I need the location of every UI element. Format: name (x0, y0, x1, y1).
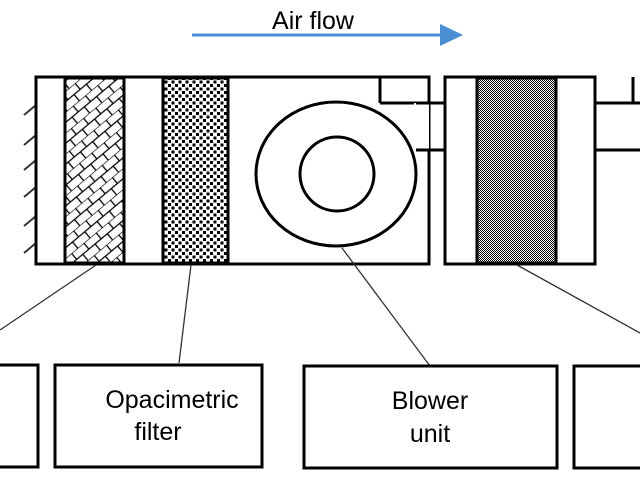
label-box-left-partial (0, 363, 40, 469)
pre-filter (63, 76, 126, 265)
duct-connection (378, 77, 445, 152)
main-housing (34, 75, 431, 266)
label-box-blower-unit: Blower unit (302, 364, 559, 470)
blower-hub (298, 135, 376, 213)
opacimetric-filter (161, 76, 230, 265)
airflow-label: Air flow (272, 7, 355, 35)
blower-label-line1: Blower (392, 387, 468, 415)
label-box-right-partial (572, 364, 640, 470)
arrow-right-icon (440, 24, 463, 46)
fine-filter (475, 76, 558, 265)
opacimetric-label-line1: Opacimetric (105, 386, 238, 414)
airflow-indicator: Air flow (192, 7, 463, 46)
blower-label-line2: unit (410, 420, 450, 448)
opacimetric-label-line2: filter (134, 418, 181, 446)
label-box-opacimetric-filter: Opacimetric filter (53, 363, 264, 469)
secondary-housing (443, 75, 640, 266)
leader-lines (0, 247, 640, 367)
wall-hatch (23, 104, 37, 254)
